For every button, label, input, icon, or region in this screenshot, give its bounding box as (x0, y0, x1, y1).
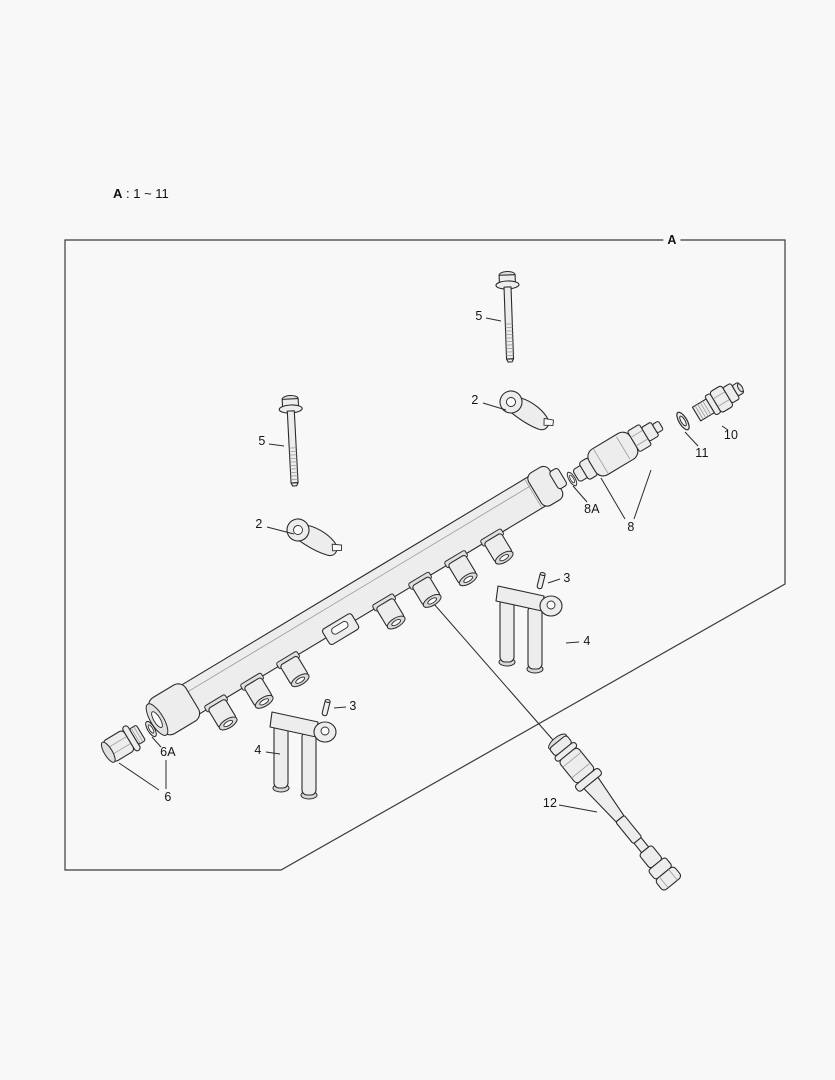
callout-5-left: 5 (258, 434, 266, 448)
callout-8: 8 (627, 520, 635, 534)
callout-3-left: 3 (349, 699, 357, 713)
callout-6: 6 (164, 790, 172, 804)
clamp-lever-left (282, 514, 347, 561)
sealing-washer (673, 409, 693, 433)
callout-10: 10 (723, 428, 739, 442)
callout-3-right: 3 (563, 571, 571, 585)
inlet-fitting (691, 382, 745, 422)
callout-2-right: 2 (471, 393, 479, 407)
hex-plug (100, 725, 146, 763)
callout-8a: 8A (584, 502, 600, 516)
callout-4-right: 4 (583, 634, 591, 648)
fuel-injector (548, 733, 682, 891)
callout-4-left: 4 (254, 743, 262, 757)
flange-bolt-left (277, 394, 307, 488)
dowel-pin-left (321, 698, 332, 717)
diagram-title-bold: A (113, 186, 123, 201)
fuel-rail-drawing (145, 465, 568, 736)
flange-bolt-right (494, 270, 523, 363)
yoke-bracket-left (269, 711, 337, 800)
clamp-lever-right (495, 386, 560, 436)
callout-12: 12 (542, 796, 558, 810)
callout-11: 11 (695, 446, 709, 460)
injector-leader-line (433, 603, 554, 741)
diagram-title-range: : 1 ~ 11 (122, 186, 169, 201)
frame-label-a: A (663, 233, 681, 247)
callout-6a: 6A (160, 745, 176, 759)
yoke-bracket-right (495, 585, 563, 674)
callout-2-left: 2 (255, 517, 263, 531)
dowel-pin-right (536, 571, 547, 590)
diagram-title: A : 1 ~ 11 (113, 186, 169, 201)
callout-leader-lines (118, 317, 729, 813)
pressure-valve (572, 421, 664, 482)
callout-5-right: 5 (475, 309, 483, 323)
